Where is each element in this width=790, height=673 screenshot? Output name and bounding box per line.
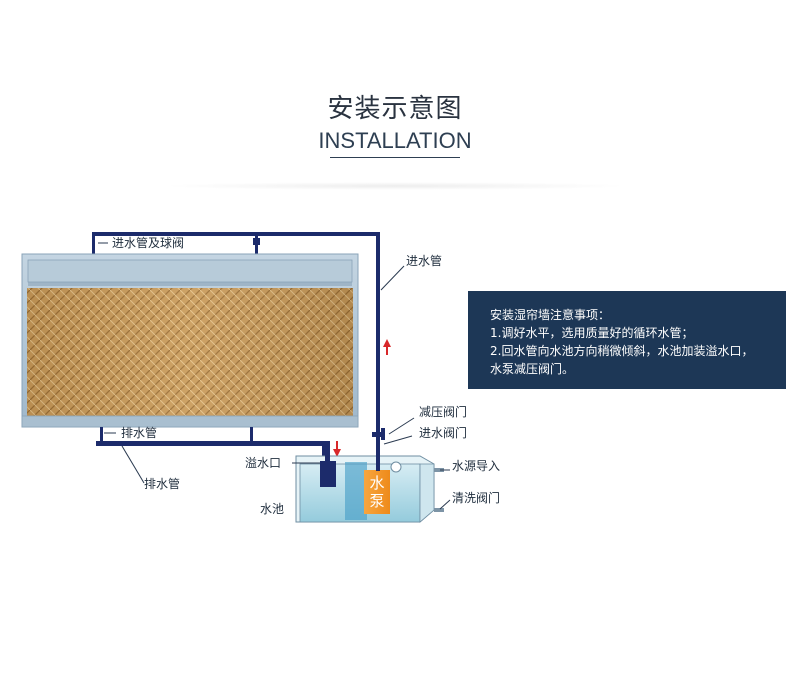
label-pool: 水池 — [260, 502, 284, 516]
notes-heading: 安装湿帘墙注意事项： — [490, 308, 611, 322]
label-pressure-valve: 减压阀门 — [419, 404, 467, 419]
notes-line-1: 1.调好水平，选用质量好的循环水管； — [490, 326, 694, 340]
cooling-pad-panel — [21, 253, 359, 428]
pump-label-1: 水 — [369, 474, 384, 492]
page-title: 安装示意图 — [327, 94, 463, 124]
page-subtitle: INSTALLATION — [318, 128, 472, 153]
pump-label-2: 泵 — [369, 492, 384, 510]
water-pump: 水 泵 — [364, 437, 390, 514]
label-inlet-valve: 进水管及球阀 — [112, 235, 184, 250]
label-clean-valve: 清洗阀门 — [452, 490, 500, 505]
leader-lines — [98, 242, 451, 510]
title-shadow — [160, 182, 630, 190]
title-divider — [330, 157, 460, 158]
notes-line-2: 2.回水管向水池方向稍微倾斜，水池加装溢水口， — [490, 344, 754, 358]
label-inlet-pipe: 进水管 — [406, 253, 442, 268]
inlet-pipe-top — [92, 232, 380, 446]
label-overflow: 溢水口 — [245, 456, 281, 470]
label-drain-pipe-top: 排水管 — [121, 425, 157, 440]
label-water-source: 水源导入 — [452, 459, 500, 473]
label-inlet-valve-2: 进水阀门 — [419, 425, 467, 440]
flow-arrow-up — [383, 339, 391, 355]
install-notes: 安装湿帘墙注意事项： 1.调好水平，选用质量好的循环水管； 2.回水管向水池方向… — [468, 291, 786, 389]
label-drain-pipe-bottom: 排水管 — [144, 476, 180, 491]
flow-arrow-down — [333, 441, 341, 457]
inlet-valve-fitting — [372, 428, 385, 440]
notes-line-3: 水泵减压阀门。 — [490, 362, 575, 376]
